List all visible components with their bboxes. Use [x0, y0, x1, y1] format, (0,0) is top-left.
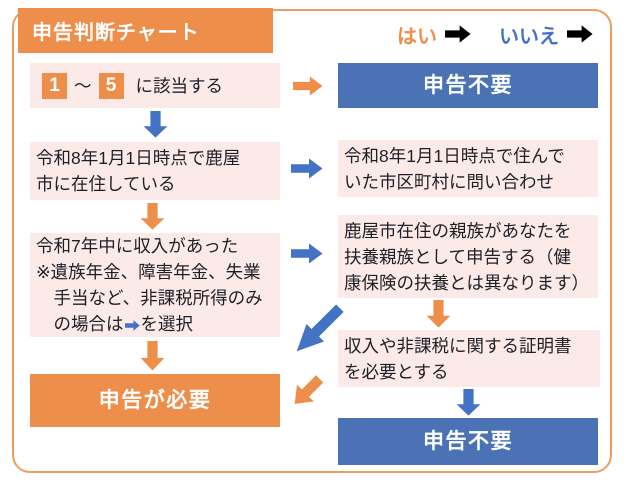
categories-question-box: 1 ～ 5 に該当する [30, 63, 280, 108]
certificate-needed-text: 収入や非課税に関する証明書 を必要とする [344, 335, 572, 382]
q3-no-arrow [291, 243, 323, 264]
dependent-declaration-box: 鹿屋市在住の親族があなたを 扶養親族として申告する（健 康保険の扶養とは異なりま… [338, 215, 598, 298]
inline-right-arrow-icon [124, 320, 140, 331]
legend-no-arrow-icon [567, 25, 593, 43]
q1-yes-arrow [293, 76, 323, 96]
declaration-required-box: 申告が必要 [30, 374, 280, 427]
inquiry-municipality-box: 令和8年1月1日時点で住んで いた市区町村に問い合わせ [338, 140, 598, 197]
residence-question-box: 令和8年1月1日時点で鹿屋 市に在住している [30, 142, 280, 200]
categories-question-label: に該当する [135, 75, 224, 96]
income-question-box: 令和7年中に収入があった ※遺族年金、障害年金、失業 手当など、非課税所得のみ … [30, 233, 280, 337]
chart-frame [12, 9, 612, 473]
declaration-not-required-box-top: 申告不要 [338, 63, 598, 108]
chart-title: 申告判断チャート [32, 22, 200, 44]
legend-no-label: いいえ [499, 25, 559, 48]
q2-yes-arrow [140, 203, 165, 230]
q1-no-arrow [143, 111, 168, 138]
declaration-not-required-box-bottom: 申告不要 [338, 418, 598, 465]
certificate-needed-box: 収入や非課税に関する証明書 を必要とする [338, 330, 600, 387]
legend: はい いいえ [397, 21, 593, 48]
income-question-text: 令和7年中に収入があった [36, 236, 239, 256]
q2-no-arrow [291, 158, 323, 179]
r4-yes-arrow [294, 375, 324, 404]
category-number-1-badge: 1 [42, 72, 67, 99]
r3-yes-arrow [426, 300, 451, 328]
chart-title-bar: 申告判断チャート [18, 8, 273, 53]
legend-yes-label: はい [397, 25, 437, 48]
income-note-text: ※遺族年金、障害年金、失業 手当など、非課税所得のみ の場合はを選択 [36, 262, 263, 334]
legend-yes-arrow-icon [445, 25, 471, 43]
r3-no-arrow [296, 304, 344, 352]
q3-yes-arrow [140, 341, 165, 371]
r4-no-arrow [456, 389, 481, 416]
tilde-text: ～ [74, 75, 92, 96]
inquiry-municipality-text: 令和8年1月1日時点で住んで いた市区町村に問い合わせ [344, 145, 565, 192]
category-number-5-badge: 5 [98, 72, 124, 99]
dependent-declaration-text: 鹿屋市在住の親族があなたを 扶養親族として申告する（健 康保険の扶養とは異なりま… [344, 220, 589, 293]
residence-question-text: 令和8年1月1日時点で鹿屋 市に在住している [36, 148, 241, 194]
